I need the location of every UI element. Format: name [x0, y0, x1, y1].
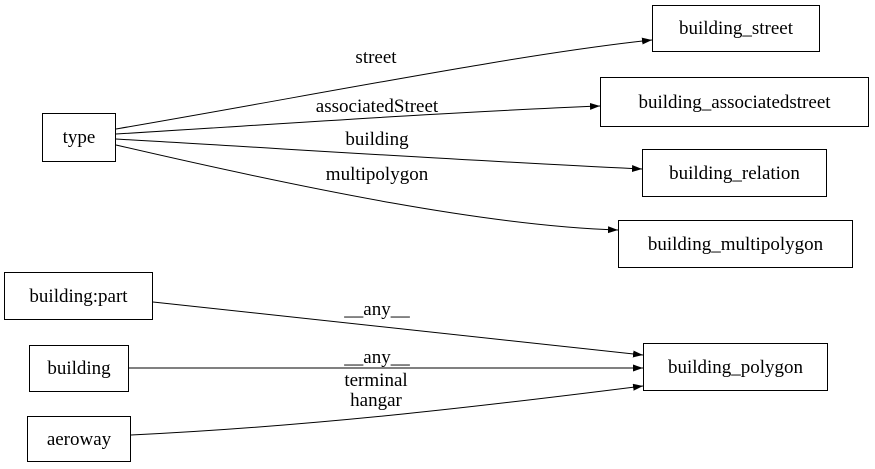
edge-label-terminal-hangar: terminal hangar: [344, 370, 408, 411]
edge-type-building_multipolygon: [115, 144, 619, 234]
edge-label-any-building: __any__: [344, 347, 410, 368]
edge-label-building: building: [345, 129, 409, 150]
node-building_relation: building_relation: [642, 149, 827, 197]
node-building_street: building_street: [652, 5, 820, 52]
node-aeroway: aeroway: [27, 416, 131, 462]
node-building-part: building:part: [4, 272, 153, 320]
edge-label-any-buildingpart: __any__: [344, 299, 410, 320]
node-building_multipolygon: building_multipolygon: [618, 220, 853, 268]
node-building: building: [29, 345, 129, 392]
node-building_associatedstreet: building_associatedstreet: [600, 77, 869, 127]
node-type: type: [42, 113, 116, 162]
node-building_polygon: building_polygon: [643, 343, 828, 391]
edge-label-associatedstreet: associatedStreet: [315, 96, 439, 117]
edge-label-multipolygon: multipolygon: [325, 164, 429, 185]
edge-label-street: street: [355, 47, 397, 68]
